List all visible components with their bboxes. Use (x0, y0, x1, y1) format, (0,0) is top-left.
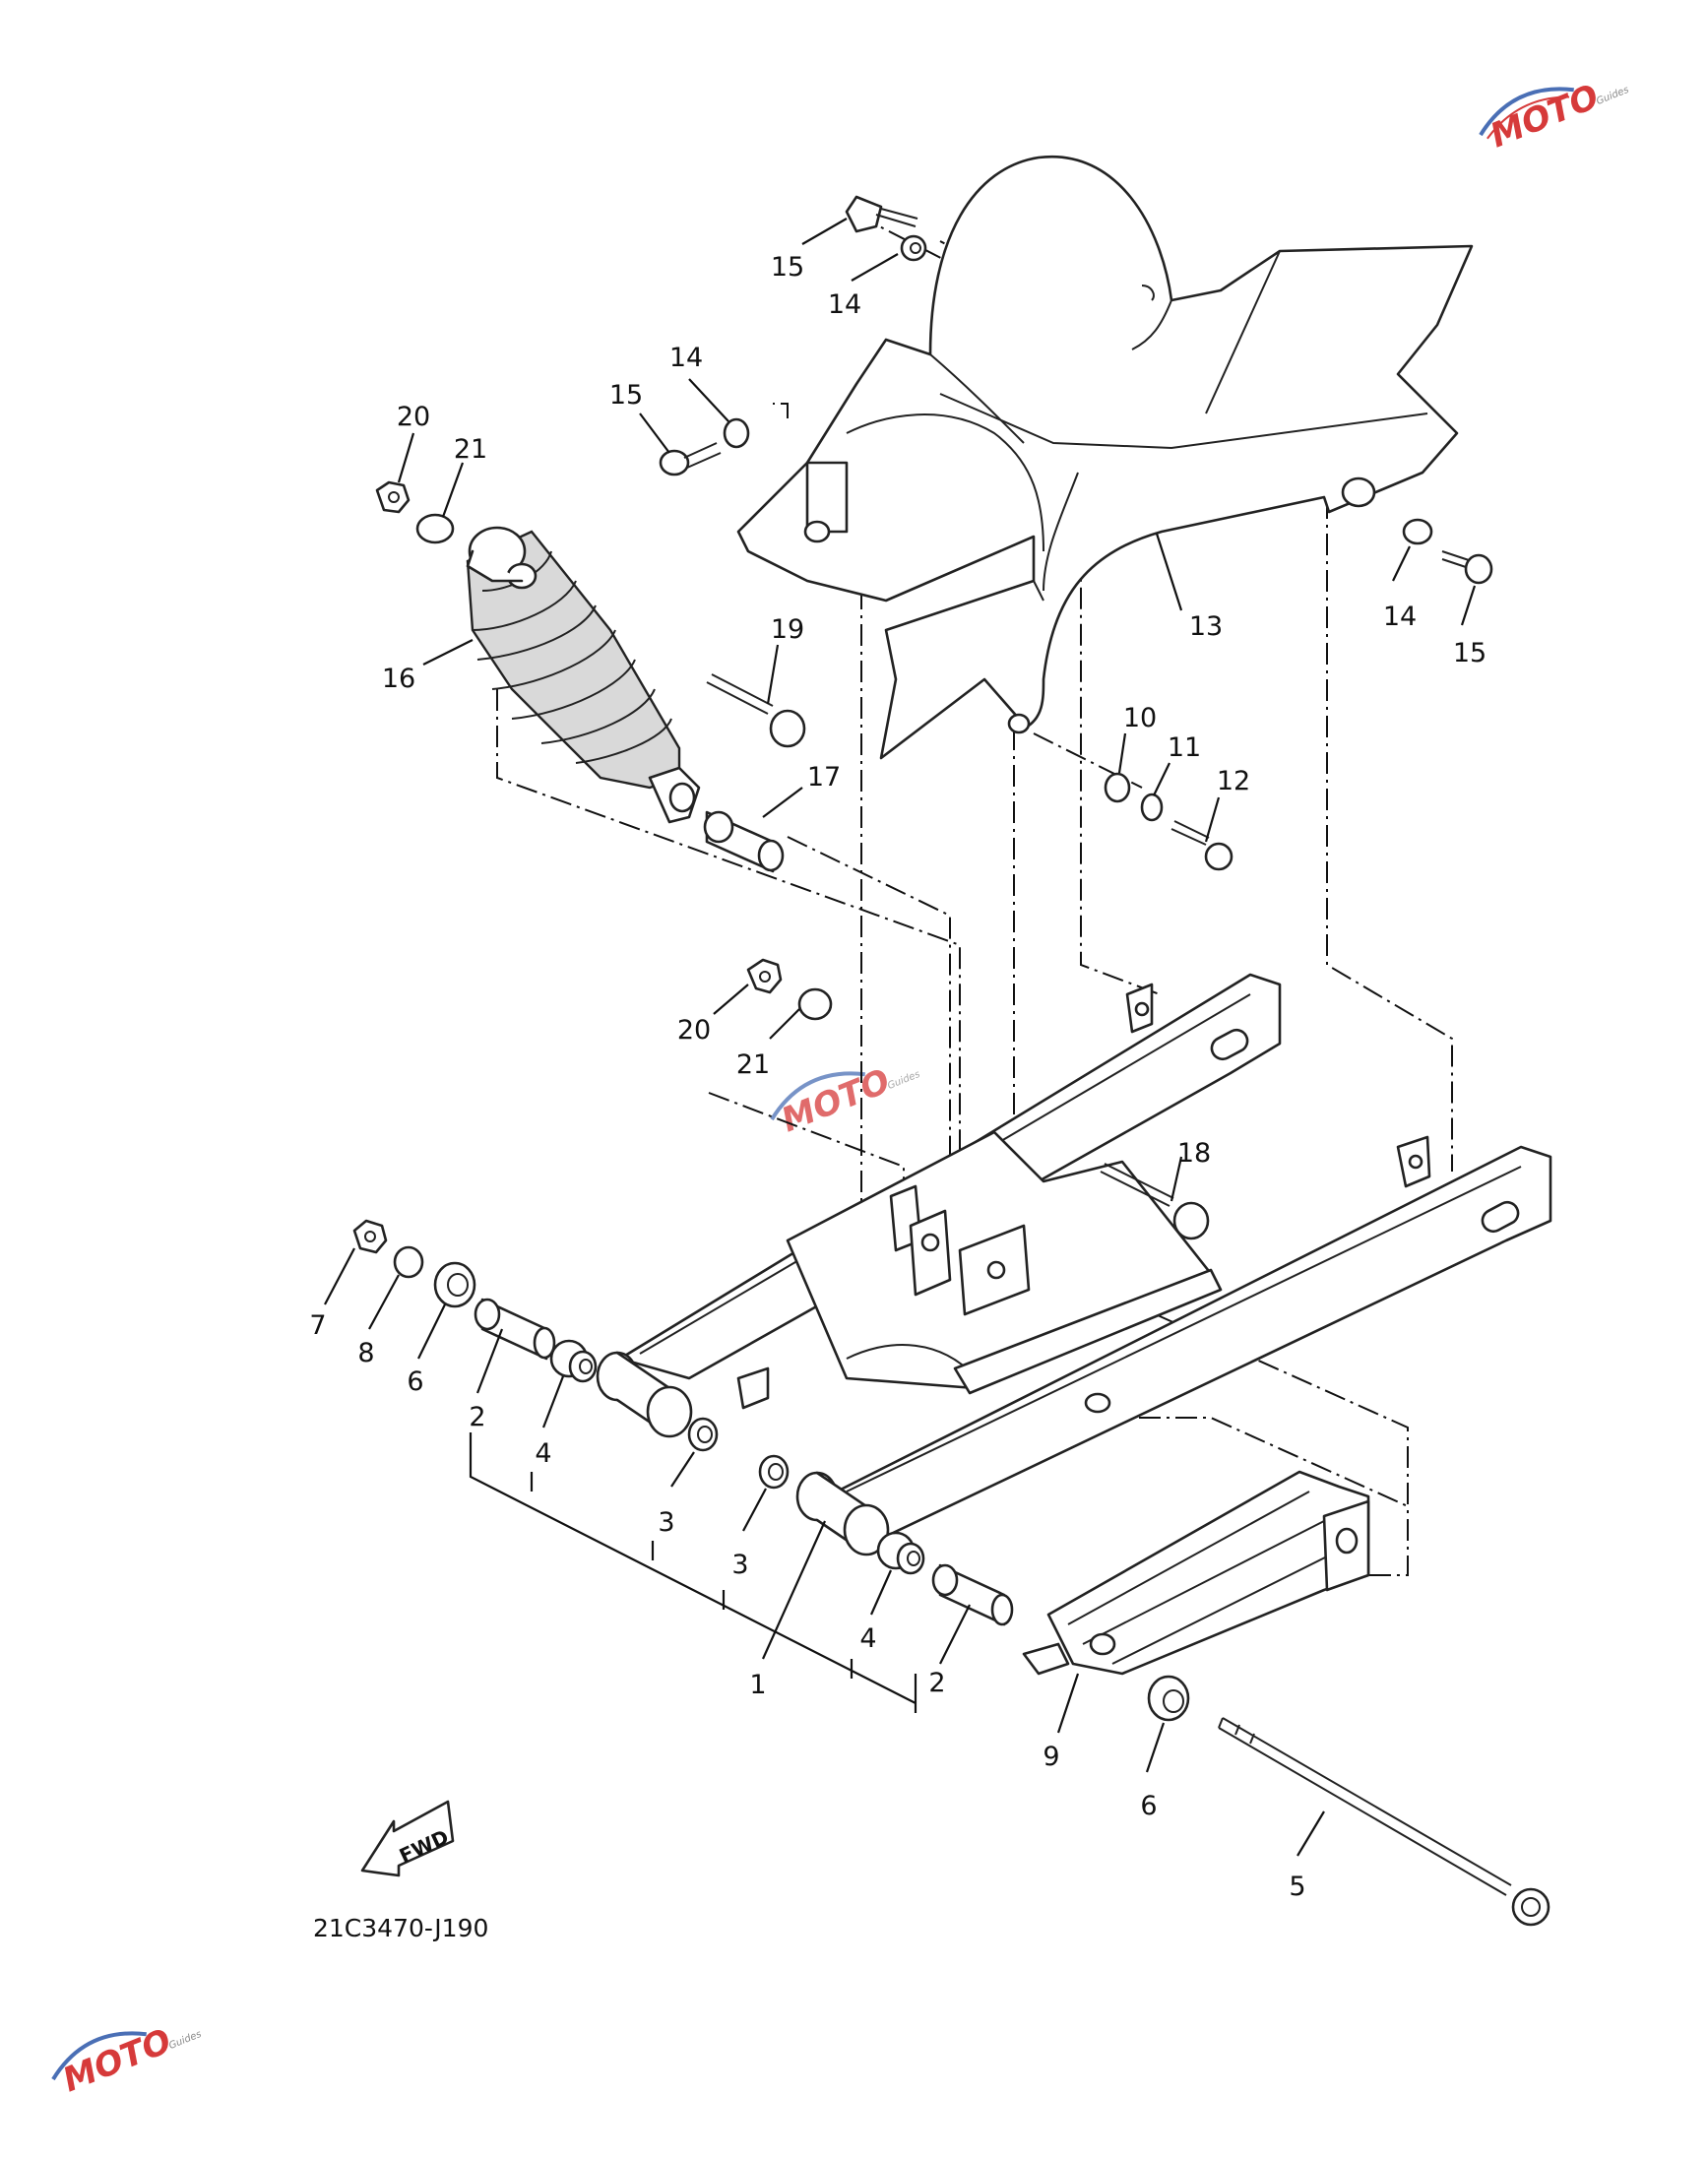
callout-8: 8 (357, 1338, 374, 1368)
seal-6-lower (1147, 1675, 1190, 1722)
collar-14-right (1402, 518, 1433, 545)
watermark-sub-text: Guides (1595, 85, 1630, 107)
callout-6: 6 (1140, 1791, 1157, 1821)
nut-20-lower (746, 958, 783, 994)
hardware-parts (352, 195, 1550, 1927)
watermark-logo-top: MOTO Guides (1479, 77, 1630, 156)
rear-fender (736, 155, 1474, 760)
callout-20: 20 (397, 402, 430, 432)
bolt-15-top (845, 195, 918, 233)
callout-19: 19 (771, 614, 804, 645)
bushing-3-upper (687, 1417, 719, 1452)
pivot-shaft-5 (1218, 1717, 1550, 1927)
collar-14-top (900, 234, 927, 262)
callout-2: 2 (928, 1668, 945, 1698)
collar-17 (703, 810, 785, 873)
bearing-4-lower (876, 1531, 925, 1575)
forward-direction-arrow: FWD (360, 1800, 455, 1877)
callout-15: 15 (609, 380, 643, 411)
collar-2-upper (474, 1298, 556, 1361)
callout-12: 12 (1217, 766, 1250, 796)
drawing-code: 21C3470-J190 (313, 1914, 488, 1942)
bolt-18 (1100, 1163, 1210, 1240)
collar-2-lower (931, 1563, 1014, 1626)
callout-4: 4 (535, 1438, 551, 1469)
collar-10 (1104, 772, 1131, 803)
callout-14: 14 (669, 343, 703, 373)
callout-leaders (324, 218, 1477, 1857)
callout-2: 2 (469, 1402, 485, 1432)
watermark-logo-middle: MOTO Guides (770, 1061, 921, 1140)
callout-11: 11 (1168, 732, 1201, 763)
watermark-logo-bottom: MOTO Guides (51, 2021, 203, 2100)
bolt-19 (706, 673, 806, 748)
washer-21-lower (797, 987, 833, 1021)
washer-11 (1140, 793, 1164, 822)
callout-7: 7 (309, 1310, 326, 1341)
callout-4: 4 (859, 1623, 876, 1654)
callout-labels: 15 14 14 15 20 21 16 19 17 13 14 15 10 1… (309, 252, 1487, 1902)
callout-1: 1 (749, 1670, 766, 1700)
callout-14: 14 (828, 289, 861, 320)
bolt-12 (1170, 820, 1234, 871)
callout-20: 20 (677, 1015, 711, 1046)
callout-16: 16 (382, 664, 415, 694)
chain-guide (1022, 1470, 1370, 1676)
callout-10: 10 (1123, 703, 1157, 733)
callout-15: 15 (1453, 638, 1487, 668)
callout-6: 6 (407, 1366, 423, 1397)
rear-shock-absorber (466, 526, 701, 824)
nut-7 (352, 1219, 388, 1254)
nut-20-upper (375, 480, 411, 514)
watermark-sub-text: Guides (167, 2029, 203, 2052)
callout-14: 14 (1383, 602, 1417, 632)
seal-6-upper (433, 1261, 476, 1308)
callout-3: 3 (731, 1550, 748, 1580)
callout-13: 13 (1189, 611, 1223, 642)
callout-9: 9 (1043, 1742, 1059, 1772)
bushing-3-lower (758, 1454, 790, 1490)
swingarm (596, 973, 1552, 1556)
bolt-15-left (659, 442, 722, 476)
callout-21: 21 (736, 1049, 770, 1080)
bolt-15-right (1441, 550, 1493, 585)
washer-8 (393, 1245, 424, 1279)
callout-17: 17 (807, 762, 841, 793)
washer-21-upper (415, 513, 455, 544)
callout-18: 18 (1177, 1138, 1211, 1169)
callout-5: 5 (1289, 1872, 1305, 1902)
callout-15: 15 (771, 252, 804, 283)
callout-3: 3 (658, 1507, 674, 1538)
callout-21: 21 (454, 434, 487, 465)
watermark-sub-text: Guides (886, 1069, 921, 1092)
collar-14-left (723, 417, 750, 449)
bearing-4-upper (549, 1339, 598, 1383)
